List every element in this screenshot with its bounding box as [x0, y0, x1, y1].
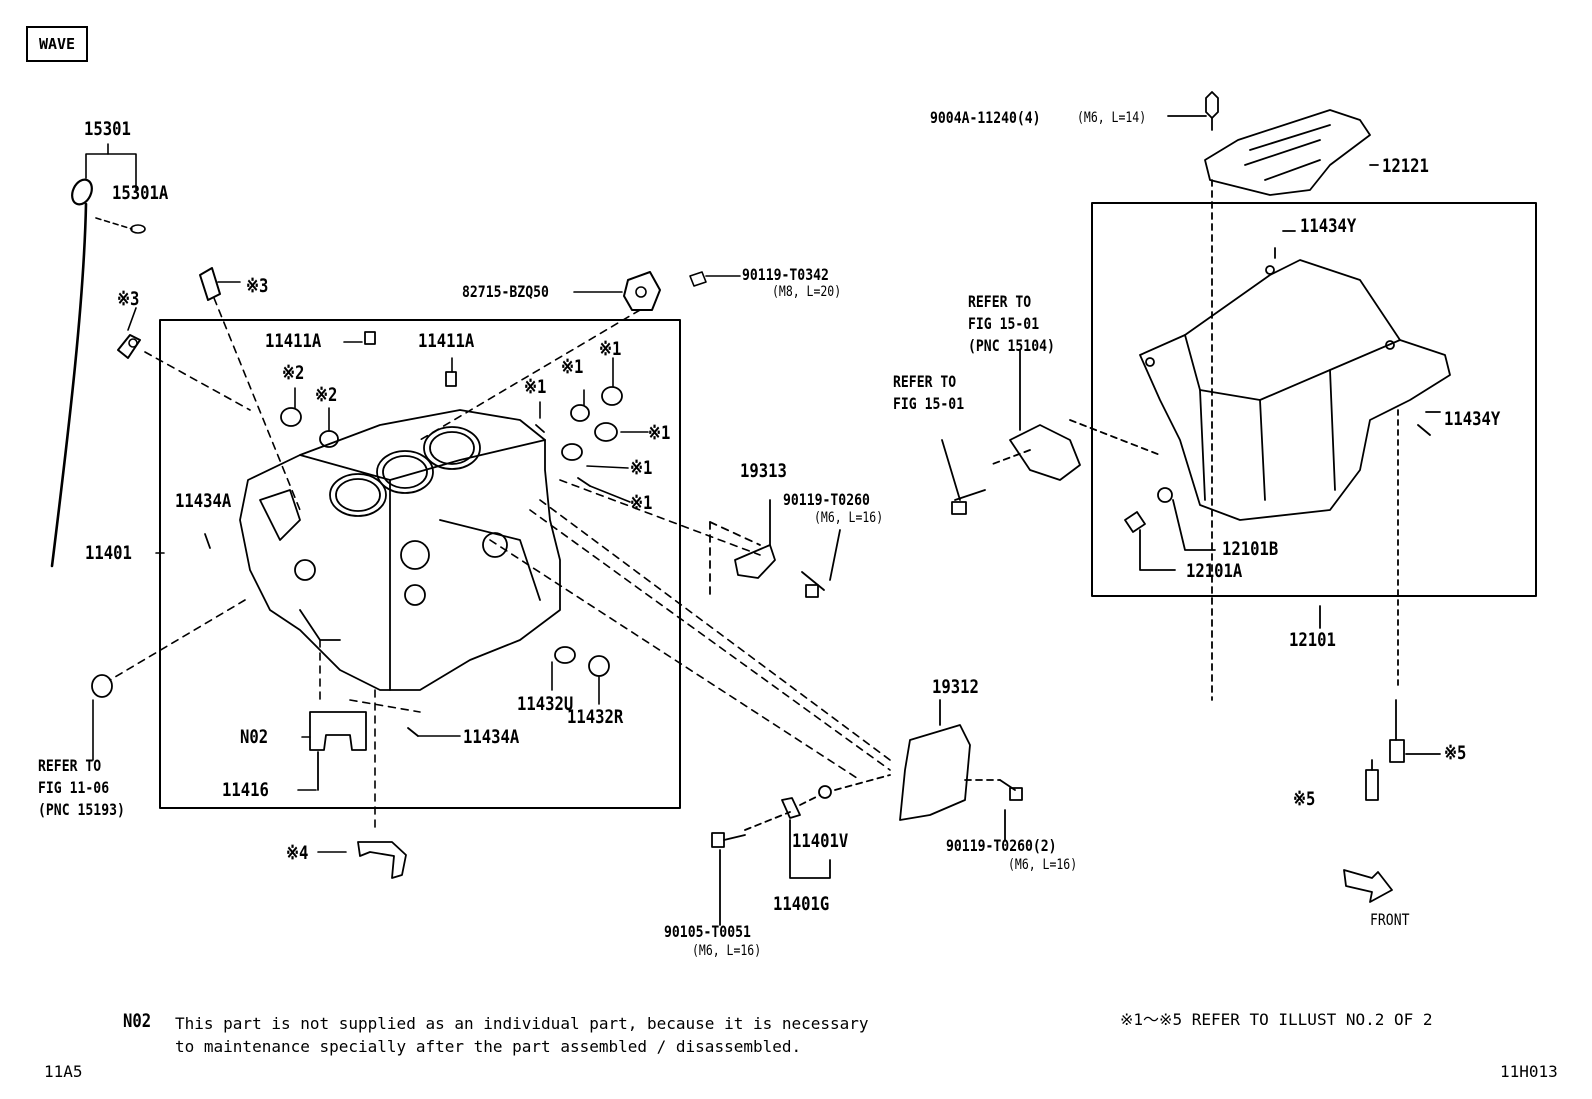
bracket-part-19313 — [709, 499, 841, 601]
label-11432U: 11432U — [517, 693, 574, 715]
label-11401: 11401 — [85, 542, 132, 564]
label-90119-T0260-spec: (M6, L=16) — [814, 510, 884, 526]
label-11434Y-1: 11434Y — [1300, 215, 1357, 237]
label-12121: 12121 — [1382, 155, 1429, 177]
label-refer-fig-11-06-1: REFER TO — [38, 756, 102, 775]
label-90119-T0342: 90119-T0342 — [742, 265, 829, 284]
note-code: N02 — [123, 1010, 152, 1032]
label-front: FRONT — [1370, 910, 1410, 929]
block-leader-lines — [109, 479, 891, 831]
knock-sensor-part — [419, 271, 741, 441]
label-ref3-top: ※3 — [246, 275, 269, 297]
sensor-part-left — [117, 334, 251, 411]
label-11401G: 11401G — [773, 893, 830, 915]
label-ref4: ※4 — [286, 842, 309, 864]
cover-part-19312 — [899, 699, 1023, 841]
label-ref5-b: ※5 — [1293, 788, 1316, 810]
label-12101: 12101 — [1289, 629, 1336, 651]
engine-block-frame — [159, 319, 681, 809]
label-9004A-11240: 9004A-11240(4) — [930, 108, 1041, 127]
label-ref2-a: ※2 — [282, 362, 305, 384]
label-ref1-a: ※1 — [599, 338, 622, 360]
label-12101B: 12101B — [1222, 538, 1279, 560]
dipstick-part — [50, 143, 146, 568]
label-19313: 19313 — [740, 460, 787, 482]
label-11401V: 11401V — [792, 830, 849, 852]
label-15301A: 15301A — [112, 182, 169, 204]
note-line-2: to maintenance specially after the part … — [175, 1037, 802, 1056]
label-ref1-b: ※1 — [561, 356, 584, 378]
oil-pan-frame — [1091, 202, 1537, 597]
engine-block-part — [239, 409, 561, 691]
label-11434Y-2: 11434Y — [1444, 408, 1501, 430]
label-90119-T0260: 90119-T0260 — [783, 490, 870, 509]
front-arrow — [1343, 869, 1393, 903]
label-ref1-c: ※1 — [524, 376, 547, 398]
label-11416: 11416 — [222, 779, 269, 801]
baffle-part-12121 — [1167, 91, 1379, 701]
sensor-part-top — [199, 267, 301, 511]
label-ref3-left: ※3 — [117, 288, 140, 310]
label-ref2-b: ※2 — [315, 384, 338, 406]
page-code-left: 11A5 — [44, 1062, 83, 1081]
label-refer-fig-15-01-a1: REFER TO — [968, 292, 1032, 311]
label-refer-fig-15-01-a2: FIG 15-01 — [968, 314, 1040, 333]
wave-badge: WAVE — [26, 26, 88, 62]
label-90105-T0051: 90105-T0051 — [664, 922, 751, 941]
label-N02: N02 — [240, 726, 269, 748]
label-12101A: 12101A — [1186, 560, 1243, 582]
label-refer-fig-15-01-b1: REFER TO — [893, 372, 957, 391]
label-refer-fig-15-01-b2: FIG 15-01 — [893, 394, 965, 413]
label-90119-T0260-2-spec: (M6, L=16) — [1008, 857, 1078, 873]
label-leaders — [92, 281, 649, 853]
label-90119-T0260-2: 90119-T0260(2) — [946, 836, 1057, 855]
label-ref1-e: ※1 — [630, 457, 653, 479]
label-ref5-a: ※5 — [1444, 742, 1467, 764]
label-11434A-2: 11434A — [463, 726, 520, 748]
label-11411A-2: 11411A — [418, 330, 475, 352]
label-90105-T0051-spec: (M6, L=16) — [692, 943, 762, 959]
label-refer-fig-15-01-a3: (PNC 15104) — [968, 336, 1055, 355]
label-11411A-1: 11411A — [265, 330, 322, 352]
oil-pan-part-12101 — [1124, 230, 1451, 629]
label-11432R: 11432R — [567, 706, 624, 728]
label-refer-fig-11-06-2: FIG 11-06 — [38, 778, 110, 797]
bolt-group-11401 — [711, 774, 891, 926]
label-ref1-f: ※1 — [630, 492, 653, 514]
label-82715-BZQ50: 82715-BZQ50 — [462, 282, 549, 301]
pan-bolts — [1365, 409, 1441, 801]
label-refer-fig-11-06-3: (PNC 15193) — [38, 800, 125, 819]
label-ref1-d: ※1 — [648, 422, 671, 444]
label-15301: 15301 — [84, 118, 131, 140]
small-parts — [91, 331, 623, 879]
note-line-1: This part is not supplied as an individu… — [175, 1014, 869, 1033]
label-90119-T0342-spec: (M8, L=20) — [772, 284, 842, 300]
label-9004A-11240-spec: (M6, L=14) — [1077, 110, 1147, 126]
refer-illustration-note: ※1～※5 REFER TO ILLUST NO.2 OF 2 — [1120, 1010, 1433, 1029]
page-code-right: 11H013 — [1500, 1062, 1558, 1081]
label-19312: 19312 — [932, 676, 979, 698]
label-11434A-1: 11434A — [175, 490, 232, 512]
strainer-part — [941, 349, 1161, 515]
